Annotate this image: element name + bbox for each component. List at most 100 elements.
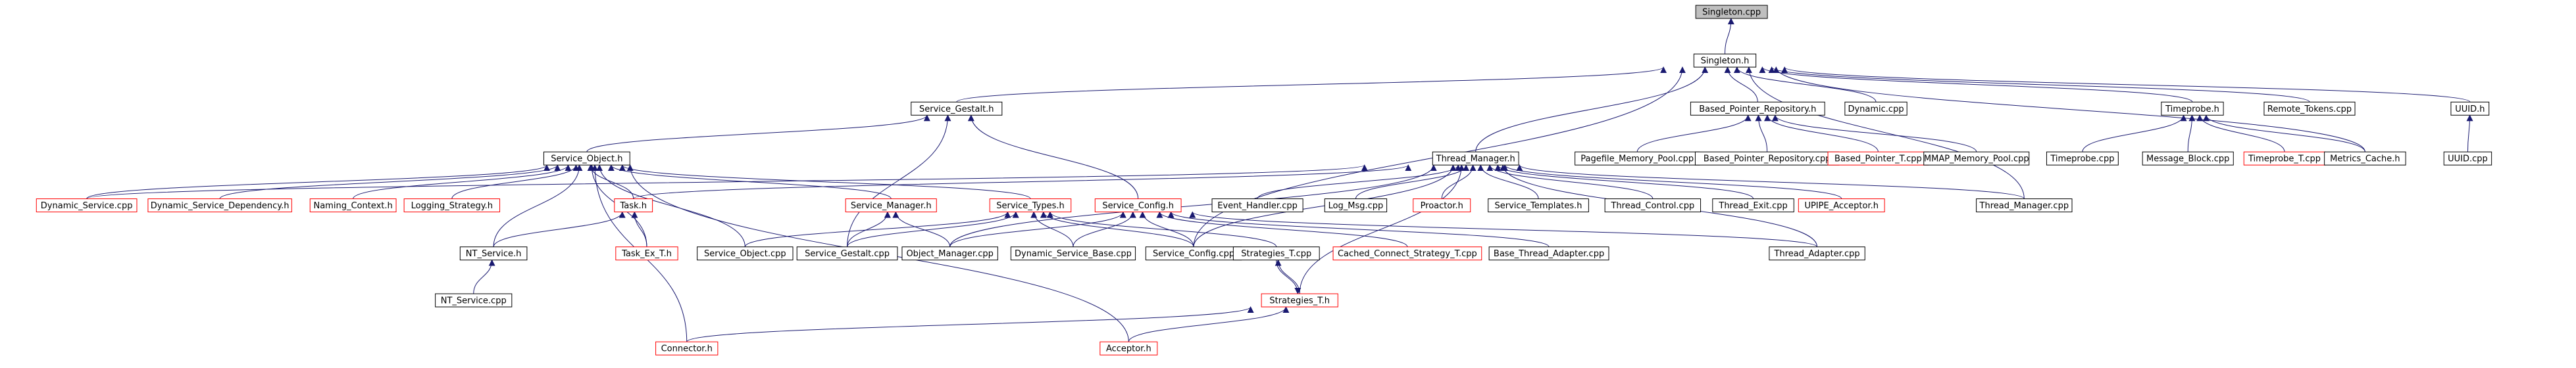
- node-proactor-h[interactable]: Proactor.h: [1413, 198, 1471, 213]
- node-based-pointer-t-cpp[interactable]: Based_Pointer_T.cpp: [1827, 151, 1929, 166]
- node-singleton-cpp[interactable]: Singleton.cpp: [1695, 5, 1768, 19]
- node-box: [1923, 151, 2030, 166]
- edge-object-manager-cpp-to-service-manager-h: [892, 211, 951, 247]
- node-timeprobe-h[interactable]: Timeprobe.h: [2161, 101, 2224, 116]
- node-thread-control-cpp[interactable]: Thread_Control.cpp: [1604, 198, 1702, 213]
- node-naming-context-h[interactable]: Naming_Context.h: [309, 198, 397, 213]
- node-dynamic-cpp[interactable]: Dynamic.cpp: [1844, 101, 1907, 116]
- node-label: Connector.h: [661, 344, 713, 354]
- node-dynamic-service-base-cpp[interactable]: Dynamic_Service_Base.cpp: [1010, 246, 1136, 261]
- node-connector-h[interactable]: Connector.h: [655, 341, 719, 356]
- node-timeprobe-cpp[interactable]: Timeprobe.cpp: [2046, 151, 2119, 166]
- node-label: Timeprobe_T.cpp: [2248, 154, 2321, 164]
- node-label: Naming_Context.h: [313, 201, 392, 211]
- node-box: [147, 198, 292, 213]
- node-service-config-cpp[interactable]: Service_Config.cpp: [1145, 246, 1242, 261]
- node-label: Object_Manager.cpp: [906, 249, 993, 259]
- node-singleton-h[interactable]: Singleton.h: [1693, 53, 1757, 68]
- node-strategies-t-cpp[interactable]: Strategies_T.cpp: [1232, 246, 1320, 261]
- node-label: Service_Templates.h: [1495, 201, 1582, 211]
- node-event-handler-cpp[interactable]: Event_Handler.cpp: [1211, 198, 1303, 213]
- node-remote-tokens-cpp[interactable]: Remote_Tokens.cpp: [2263, 101, 2356, 116]
- node-mmap-memory-pool-cpp[interactable]: MMAP_Memory_Pool.cpp: [1923, 151, 2030, 166]
- edge-object-manager-cpp-to-thread-manager-h: [949, 164, 1437, 247]
- node-box: [2324, 151, 2406, 166]
- node-dynamic-service-dependency-h[interactable]: Dynamic_Service_Dependency.h: [147, 198, 292, 213]
- node-base-thread-adapter-cpp[interactable]: Base_Thread_Adapter.cpp: [1488, 246, 1609, 261]
- node-based-pointer-repository-h[interactable]: Based_Pointer_Repository.h: [1690, 101, 1825, 116]
- node-service-types-h[interactable]: Service_Types.h: [989, 198, 1072, 213]
- node-box: [989, 198, 1072, 213]
- node-metrics-cache-h[interactable]: Metrics_Cache.h: [2324, 151, 2406, 166]
- node-label: Service_Gestalt.cpp: [805, 249, 890, 259]
- edge-cached-connect-strategy-t-cpp-to-service-config-h: [1156, 211, 1408, 247]
- edge-log-msg-cpp-to-thread-manager-h: [1355, 164, 1470, 199]
- node-thread-adapter-cpp[interactable]: Thread_Adapter.cpp: [1769, 246, 1865, 261]
- node-object-manager-cpp[interactable]: Object_Manager.cpp: [901, 246, 998, 261]
- node-logging-strategy-h[interactable]: Logging_Strategy.h: [403, 198, 501, 213]
- node-thread-manager-cpp[interactable]: Thread_Manager.cpp: [1976, 198, 2073, 213]
- node-uuid-h[interactable]: UUID.h: [2450, 101, 2490, 116]
- node-uuid-cpp[interactable]: UUID.cpp: [2443, 151, 2492, 166]
- node-label: Thread_Exit.cpp: [1718, 201, 1787, 211]
- node-thread-exit-cpp[interactable]: Thread_Exit.cpp: [1712, 198, 1794, 213]
- node-based-pointer-repository-cpp[interactable]: Based_Pointer_Repository.cpp: [1694, 151, 1840, 166]
- node-cached-connect-strategy-t-cpp[interactable]: Cached_Connect_Strategy_T.cpp: [1332, 246, 1482, 261]
- node-label: Dynamic.cpp: [1848, 104, 1904, 114]
- edge-dynamic-cpp-to-singleton-h: [1733, 66, 1877, 103]
- node-nt-service-cpp[interactable]: NT_Service.cpp: [435, 293, 513, 308]
- node-timeprobe-t-cpp[interactable]: Timeprobe_T.cpp: [2243, 151, 2326, 166]
- node-box: [36, 198, 138, 213]
- edge-metrics-cache-h-to-singleton-h: [1773, 66, 2365, 152]
- node-service-config-h[interactable]: Service_Config.h: [1094, 198, 1182, 213]
- node-service-gestalt-cpp[interactable]: Service_Gestalt.cpp: [796, 246, 898, 261]
- node-box: [1976, 198, 2073, 213]
- node-label: Service_Gestalt.h: [919, 104, 994, 114]
- node-box: [2263, 101, 2356, 116]
- edge-metrics-cache-h-to-timeprobe-h: [2203, 114, 2365, 152]
- node-box: [1432, 151, 1519, 166]
- edge-upipe-acceptor-h-to-thread-manager-h: [1502, 164, 1842, 199]
- node-box: [1094, 198, 1182, 213]
- node-acceptor-h[interactable]: Acceptor.h: [1099, 341, 1158, 356]
- node-label: Strategies_T.cpp: [1241, 249, 1311, 259]
- node-label: Based_Pointer_Repository.h: [1699, 104, 1816, 114]
- edge-service-config-cpp-to-service-config-h: [1139, 211, 1194, 247]
- node-service-gestalt-h[interactable]: Service_Gestalt.h: [911, 101, 1003, 116]
- node-service-object-cpp[interactable]: Service_Object.cpp: [697, 246, 794, 261]
- edge-timeprobe-cpp-to-timeprobe-h: [2082, 114, 2187, 152]
- node-label: Remote_Tokens.cpp: [2267, 104, 2352, 114]
- node-dynamic-service-cpp[interactable]: Dynamic_Service.cpp: [36, 198, 138, 213]
- edge-task-h-to-service-object-h: [587, 164, 634, 199]
- node-label: Dynamic_Service_Base.cpp: [1015, 249, 1132, 259]
- node-label: Cached_Connect_Strategy_T.cpp: [1338, 249, 1477, 259]
- node-message-block-cpp[interactable]: Message_Block.cpp: [2142, 151, 2234, 166]
- node-label: Timeprobe.cpp: [2050, 154, 2114, 164]
- node-upipe-acceptor-h[interactable]: UPIPE_Acceptor.h: [1798, 198, 1885, 213]
- node-log-msg-cpp[interactable]: Log_Msg.cpp: [1324, 198, 1388, 213]
- node-label: Base_Thread_Adapter.cpp: [1494, 249, 1604, 259]
- node-box: [543, 151, 630, 166]
- node-service-object-h[interactable]: Service_Object.h: [543, 151, 630, 166]
- node-thread-manager-h[interactable]: Thread_Manager.h: [1432, 151, 1519, 166]
- edge-service-gestalt-h-to-singleton-h: [956, 66, 1667, 103]
- node-strategies-t-h[interactable]: Strategies_T.h: [1261, 293, 1338, 308]
- node-label: Pagefile_Memory_Pool.cpp: [1580, 154, 1694, 164]
- edge-thread-adapter-cpp-to-service-config-h: [1189, 211, 1818, 248]
- node-label: Thread_Control.cpp: [1610, 201, 1694, 211]
- node-pagefile-memory-pool-cpp[interactable]: Pagefile_Memory_Pool.cpp: [1575, 151, 1700, 166]
- node-box: [1211, 198, 1303, 213]
- node-label: Service_Types.h: [996, 201, 1065, 211]
- node-task-ex-t-h[interactable]: Task_Ex_T.h: [615, 246, 678, 261]
- node-service-manager-h[interactable]: Service_Manager.h: [845, 198, 937, 213]
- node-service-templates-h[interactable]: Service_Templates.h: [1488, 198, 1589, 213]
- node-label: Based_Pointer_Repository.cpp: [1704, 154, 1831, 164]
- edge-object-manager-cpp-to-service-config-h: [949, 211, 1126, 247]
- node-task-h[interactable]: Task.h: [614, 198, 653, 213]
- edge-logging-strategy-h-to-service-object-h: [451, 164, 580, 199]
- node-nt-service-h[interactable]: NT_Service.h: [459, 246, 528, 261]
- edge-dynamic-service-cpp-to-thread-manager-h: [86, 164, 1368, 199]
- node-box: [911, 101, 1003, 116]
- edge-strategies-t-h-to-thread-manager-h: [1299, 164, 1465, 294]
- node-label: Service_Manager.h: [851, 201, 932, 211]
